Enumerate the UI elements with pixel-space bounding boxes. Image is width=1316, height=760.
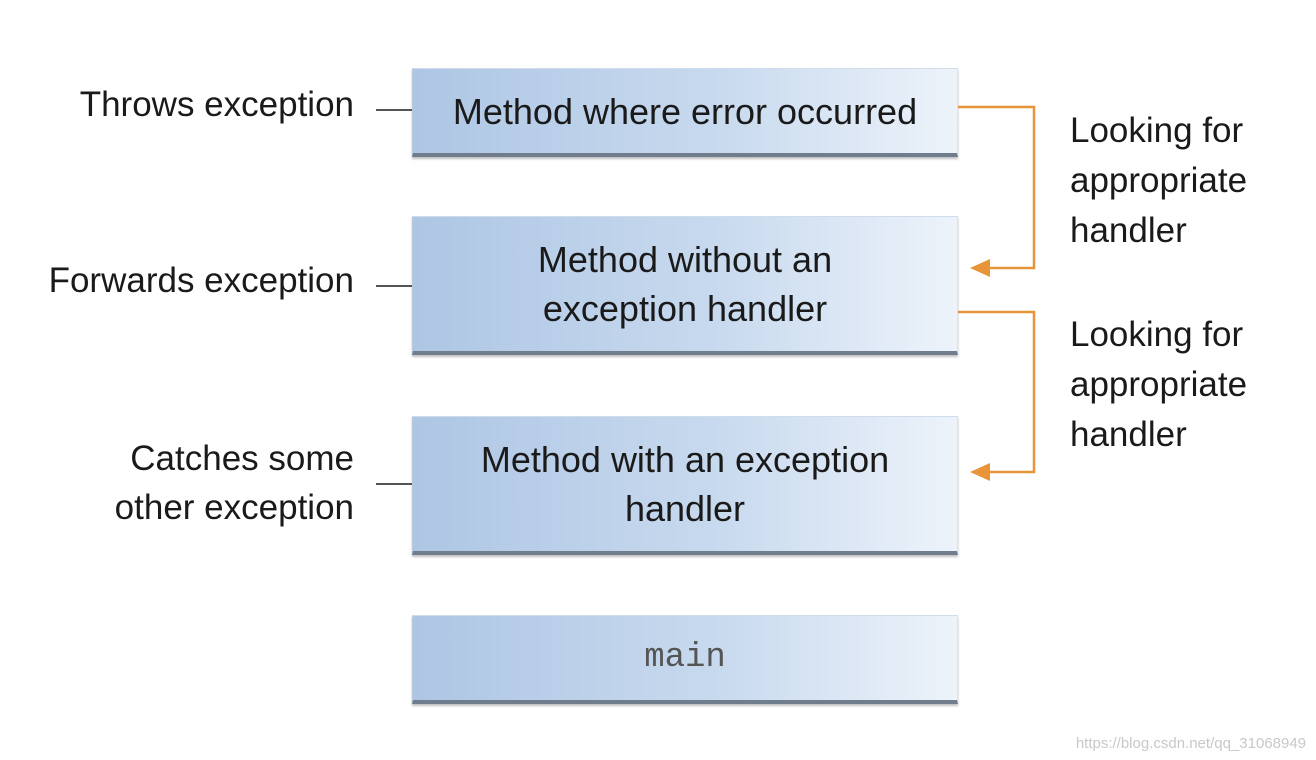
arrowhead-icon xyxy=(970,259,990,277)
stack-box-label: Method where error occurred xyxy=(452,90,918,132)
label-looking-for-handler-2: Looking for appropriate handler xyxy=(1070,315,1248,454)
search-arrow-1 xyxy=(958,105,1036,277)
connector-line xyxy=(376,109,412,111)
stack-box-label: Method without an exception handler xyxy=(537,239,833,329)
arrow-path xyxy=(958,310,1036,474)
watermark-url: https://blog.csdn.net/qq_31068949 xyxy=(1075,735,1306,752)
stack-box-error-method: Method where error occurred xyxy=(412,68,958,157)
label-throws-exception: Throws exception xyxy=(79,85,354,124)
stack-box-label: main xyxy=(644,638,726,677)
stack-box-main: main xyxy=(412,615,958,704)
connector-line xyxy=(376,483,412,485)
stack-box-forwarding-method: Method without an exception handler xyxy=(412,216,958,355)
label-catches-other-exception: Catches some other exception xyxy=(114,439,354,527)
search-arrow-2 xyxy=(958,310,1036,481)
stack-box-label: Method with an exception handler xyxy=(480,439,890,529)
arrowhead-icon xyxy=(970,463,990,481)
connector-line xyxy=(376,285,412,287)
stack-box-handler-method: Method with an exception handler xyxy=(412,416,958,555)
arrow-path xyxy=(958,105,1036,270)
label-forwards-exception: Forwards exception xyxy=(48,261,354,300)
label-looking-for-handler-1: Looking for appropriate handler xyxy=(1070,111,1248,250)
